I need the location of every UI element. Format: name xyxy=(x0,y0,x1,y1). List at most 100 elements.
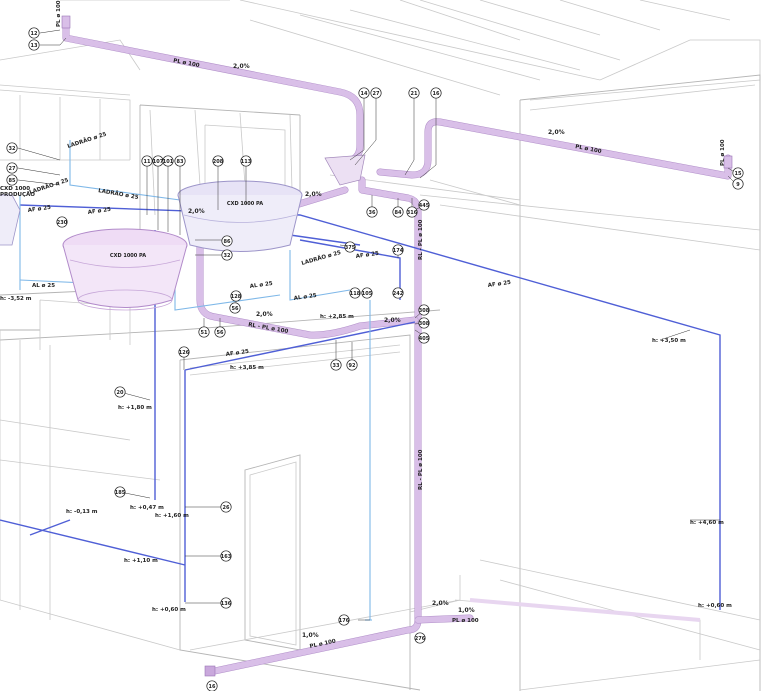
tag-callout: 375 xyxy=(344,241,356,253)
tag-circle xyxy=(408,87,420,99)
tag-callout: 36 xyxy=(366,206,378,218)
tag-number: 230 xyxy=(57,220,68,226)
tag-circle xyxy=(114,486,126,498)
height-label: h: -3,52 m xyxy=(0,296,32,302)
tag-circle xyxy=(214,326,226,338)
tag-number: 128 xyxy=(231,294,242,300)
tag-circle xyxy=(392,244,404,256)
tag-number: 105 xyxy=(362,291,373,297)
tag-number: 16 xyxy=(433,91,440,97)
tag-callout: 316 xyxy=(406,206,418,218)
tag-number: 51 xyxy=(201,330,208,336)
tag-circle xyxy=(220,597,232,609)
tag-circle xyxy=(366,206,378,218)
tag-number: 9 xyxy=(736,182,740,188)
tag-circle xyxy=(240,155,252,167)
tag-callout: 174 xyxy=(392,244,404,256)
tag-circle xyxy=(220,501,232,513)
tag-callout: 118 xyxy=(349,287,361,299)
tag-circle xyxy=(344,241,356,253)
tag-callout: 105 xyxy=(361,287,373,299)
tag-circle xyxy=(418,332,430,344)
tag-circle xyxy=(732,178,744,190)
tag-callout: 16 xyxy=(206,680,218,691)
tag-number: 33 xyxy=(333,363,340,369)
tag-callout: 20 xyxy=(114,386,126,398)
tag-circle xyxy=(221,235,233,247)
water-tanks: CXD 1000 PA CXD 1000 PA xyxy=(0,180,303,311)
tag-callout: 33 xyxy=(330,359,342,371)
tag-circle xyxy=(330,359,342,371)
tag-number: 92 xyxy=(349,363,356,369)
tag-circle xyxy=(6,142,18,154)
tag-number: 20 xyxy=(117,390,124,396)
tag-circle xyxy=(418,304,430,316)
af-label: AF ø 25 xyxy=(27,205,51,214)
tag-number: 276 xyxy=(415,636,426,642)
height-label: h: +0,47 m xyxy=(130,505,164,511)
slope-label: 2,0% xyxy=(233,63,250,70)
tag-number: 308 xyxy=(419,321,430,327)
tank-small-right: CXD 1000 PA xyxy=(177,180,303,252)
slope-label: 1,0% xyxy=(458,607,475,614)
pl-label: PL ø 100 xyxy=(173,58,200,69)
tag-callout: 445 xyxy=(418,199,430,211)
tag-circle xyxy=(338,614,350,626)
tag-circle xyxy=(406,206,418,218)
height-label: h: +1,10 m xyxy=(124,558,158,564)
tag-circle xyxy=(361,287,373,299)
tag-number: 26 xyxy=(223,505,230,511)
pl-label: PL ø 100 xyxy=(575,144,602,155)
tag-circle xyxy=(230,290,242,302)
tag-number: 83 xyxy=(177,159,184,165)
tag-callout: 56 xyxy=(214,326,226,338)
tag-number: 185 xyxy=(115,490,126,496)
tag-callout: 21 xyxy=(408,87,420,99)
tag-number: 11 xyxy=(144,159,151,165)
tag-number: 84 xyxy=(395,210,402,216)
tag-callout: 101 xyxy=(162,155,174,167)
pl-label: PL ø 100 xyxy=(56,0,62,27)
height-label: h: +0,60 m xyxy=(152,607,186,613)
slope-label: 2,0% xyxy=(432,600,449,607)
tank-large-label: CXD 1000 PA xyxy=(110,253,146,259)
af-label: AF ø 25 xyxy=(355,251,379,260)
tag-number: 21 xyxy=(411,91,418,97)
af-label: AF ø 25 xyxy=(87,207,111,216)
tag-callout: 32 xyxy=(221,249,233,261)
slope-label: 2,0% xyxy=(384,317,401,324)
tag-callout: 9 xyxy=(732,178,744,190)
tag-circle xyxy=(418,317,430,329)
pl-label: PL ø 100 xyxy=(720,139,726,166)
tag-circle xyxy=(418,199,430,211)
pl-label: RL - PL ø 100 xyxy=(418,219,424,260)
tag-number: 16 xyxy=(209,684,216,690)
tag-callout: 14 xyxy=(358,87,370,99)
slope-label: 2,0% xyxy=(305,191,322,198)
tag-circle xyxy=(141,155,153,167)
tag-number: 163 xyxy=(221,554,232,560)
tag-number: 242 xyxy=(393,291,404,297)
slope-label: 1,0% xyxy=(302,632,319,639)
tag-circle xyxy=(414,632,426,644)
slope-label: 2,0% xyxy=(256,311,273,318)
height-label: h: -0,13 m xyxy=(66,509,98,515)
tag-circle xyxy=(212,155,224,167)
af-label: AF ø 25 xyxy=(487,280,511,289)
tag-number: 15 xyxy=(735,171,742,177)
tag-circle xyxy=(114,386,126,398)
pl-label: PL ø 100 xyxy=(309,639,336,650)
tag-circle xyxy=(349,287,361,299)
tag-callout: 56 xyxy=(229,302,241,314)
tag-circle xyxy=(6,174,18,186)
tag-circle xyxy=(28,39,40,51)
tag-callout: 176 xyxy=(338,614,350,626)
tag-number: 56 xyxy=(232,306,239,312)
tag-callout: 12 xyxy=(28,27,40,39)
tag-callout: 51 xyxy=(198,326,210,338)
tag-callout: 308 xyxy=(418,304,430,316)
tag-callout: 84 xyxy=(392,206,404,218)
tag-circle xyxy=(220,550,232,562)
height-label: h: +1,60 m xyxy=(155,513,189,519)
